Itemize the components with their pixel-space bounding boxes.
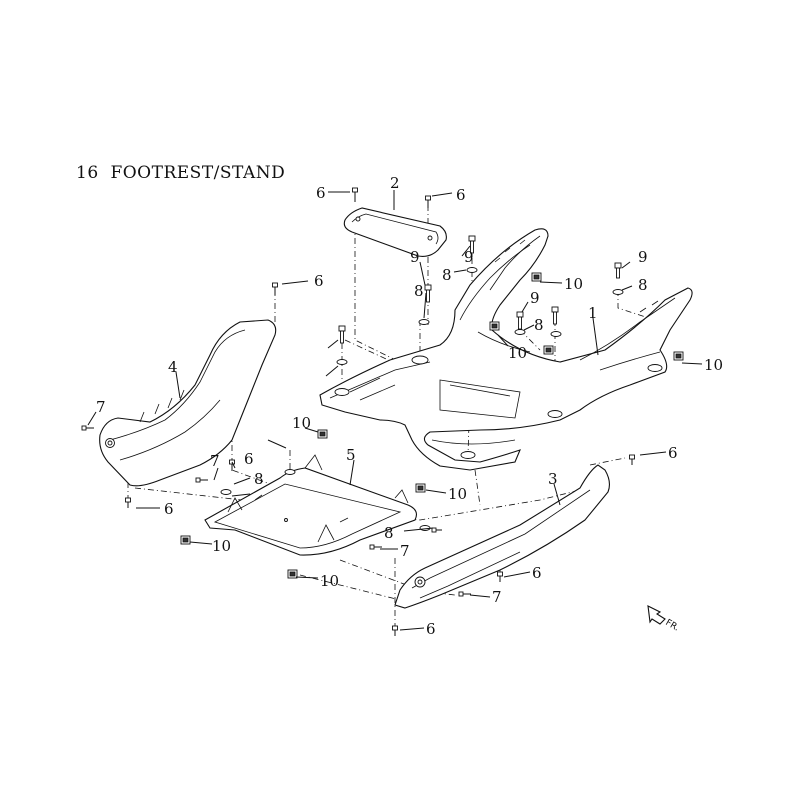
small-screws-7 [81,425,471,597]
callout-10: 10 [564,275,583,293]
callout-7: 7 [400,542,410,560]
callout-9: 9 [530,289,540,307]
part-2-inspection-cover [343,207,447,257]
callout-6: 6 [164,500,174,518]
callout-7: 7 [492,588,502,606]
callout-5: 5 [346,446,356,464]
bolts-9 [338,235,622,344]
callout-6: 6 [532,564,542,582]
callout-10: 10 [320,572,339,590]
callout-8: 8 [384,524,394,542]
page-title: 16 FOOTREST/STAND [76,163,285,183]
direction-label: FR. [664,618,681,634]
clip-nuts-10 [180,272,684,579]
callout-8: 8 [534,316,544,334]
callout-8: 8 [414,282,424,300]
front-direction-arrow: FR. [647,605,681,634]
part-4-left-side-cover [99,319,277,487]
callout-6: 6 [426,620,436,638]
callout-numbers: 6 2 6 9 8 6 9 10 8 9 8 10 1 10 9 8 4 7 1… [96,174,723,638]
callout-8: 8 [254,470,264,488]
callout-7: 7 [210,452,220,470]
callout-9: 9 [464,248,474,266]
callout-6: 6 [668,444,678,462]
callout-8: 8 [442,266,452,284]
callout-10: 10 [212,537,231,555]
callout-4: 4 [168,358,178,376]
callout-1: 1 [588,304,598,322]
callout-10: 10 [508,344,527,362]
part-3-right-side-cover [394,464,611,609]
callout-8: 8 [638,276,648,294]
callout-6: 6 [316,184,326,202]
callout-10: 10 [704,356,723,374]
callout-6: 6 [244,450,254,468]
section-title: FOOTREST/STAND [110,163,286,183]
callout-10: 10 [292,414,311,432]
washers-8 [220,267,624,531]
callout-leaders [87,190,703,631]
callout-7: 7 [96,398,106,416]
part-1-floor-panel [319,228,693,471]
callout-6: 6 [456,186,466,204]
callout-3: 3 [548,470,558,488]
callout-2: 2 [390,174,400,192]
callout-10: 10 [448,485,467,503]
callout-6: 6 [314,272,324,290]
section-number: 16 [76,163,99,183]
callout-9: 9 [638,248,648,266]
callout-9: 9 [410,248,420,266]
